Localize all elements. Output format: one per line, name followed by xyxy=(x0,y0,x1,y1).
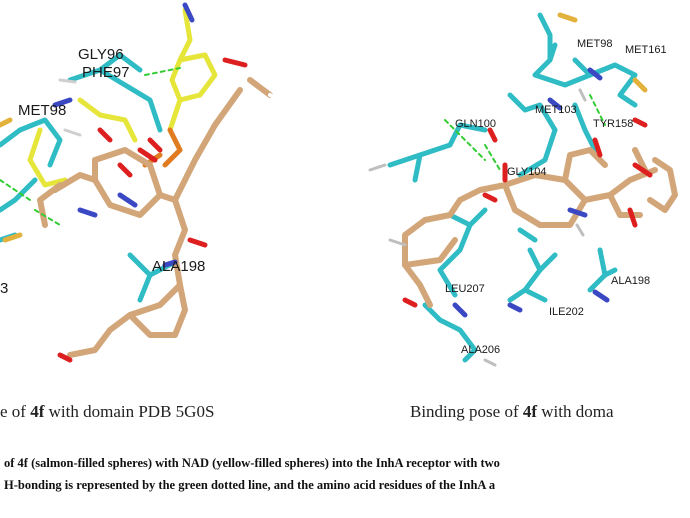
hbond-lines xyxy=(0,67,181,226)
molecule-render-right xyxy=(368,12,678,367)
residue-label-gly96: GLY96 xyxy=(78,46,124,63)
subcaption-left-compound: 4f xyxy=(30,402,45,421)
residue-label-met98: MET98 xyxy=(577,38,613,50)
docking-panel-left: GLY96 PHE97 MET98 ALA198 3 xyxy=(0,0,345,370)
residue-label-phe97: PHE97 xyxy=(82,64,130,81)
subcaption-right-suffix: with doma xyxy=(537,402,614,421)
residue-label-edge: 3 xyxy=(0,280,9,297)
residue-label-gly104: GLY104 xyxy=(507,166,547,178)
figure-caption-line1: of 4f (salmon-filled spheres) with NAD (… xyxy=(4,456,500,470)
subcaption-left-suffix: with domain PDB 5G0S xyxy=(44,402,215,421)
residue-label-tyr158: TYR158 xyxy=(593,118,634,130)
ligand-4f xyxy=(37,77,273,358)
residue-label-ala198: ALA198 xyxy=(152,258,206,275)
residue-label-leu207: LEU207 xyxy=(445,283,485,295)
figure-caption-line2: H-bonding is represented by the green do… xyxy=(4,478,496,492)
residue-label-ala198: ALA198 xyxy=(611,275,651,287)
residue-sticks xyxy=(0,52,178,303)
subcaption-right-compound: 4f xyxy=(522,402,538,421)
subcaption-right: Binding pose of 4f with doma xyxy=(410,402,614,422)
residue-label-gln100: GLN100 xyxy=(455,118,496,130)
ligand-4f xyxy=(402,147,678,308)
residue-label-ala206: ALA206 xyxy=(461,344,501,356)
docking-panel-right: MET98 MET161 GLN100 MET103 TYR158 GLY104… xyxy=(345,0,690,370)
subcaption-left: e of 4f with domain PDB 5G0S xyxy=(0,402,214,422)
residue-label-ile202: ILE202 xyxy=(549,306,584,318)
residue-label-met103: MET103 xyxy=(535,104,577,116)
residue-sticks xyxy=(387,12,638,363)
nad-molecule xyxy=(27,7,218,188)
subcaption-right-prefix: Binding pose of xyxy=(410,402,523,421)
subcaption-left-prefix: e of xyxy=(0,402,31,421)
hbond-lines xyxy=(444,94,606,171)
residue-label-met98: MET98 xyxy=(18,102,67,119)
residue-label-met161: MET161 xyxy=(625,44,667,56)
molecule-render-left xyxy=(0,2,282,363)
